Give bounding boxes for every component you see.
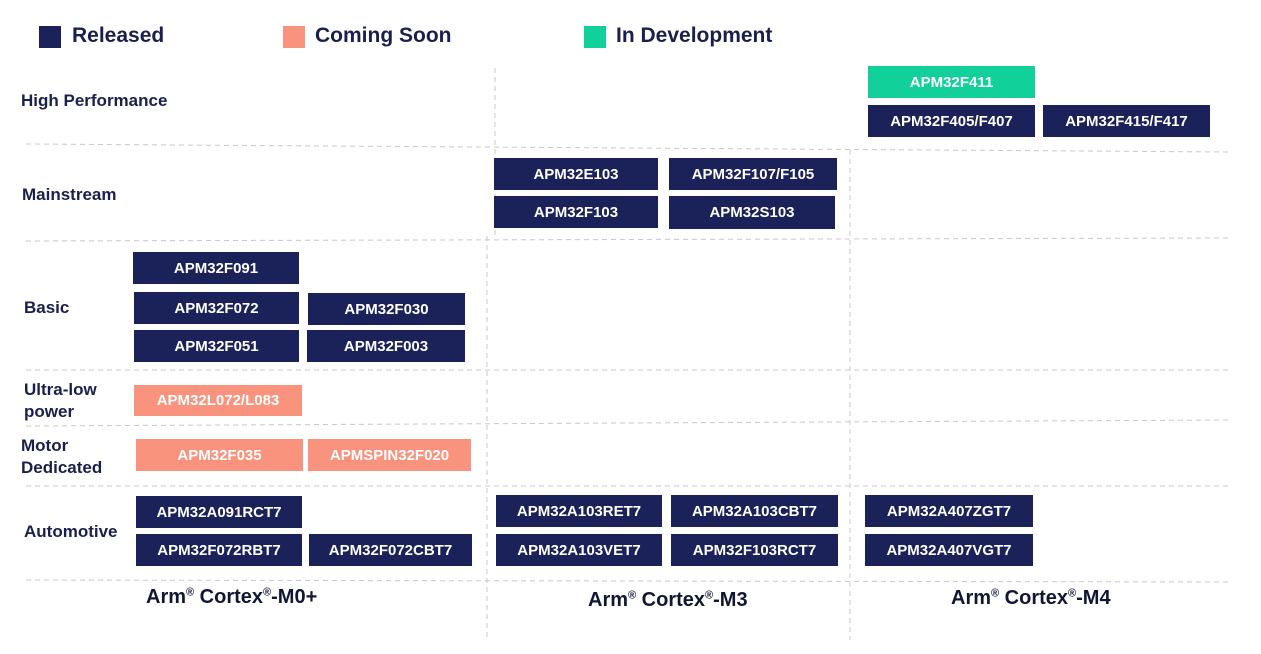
chip-apm32f415-f417: APM32F415/F417 bbox=[1043, 105, 1210, 137]
chip-apm32a103cbt7: APM32A103CBT7 bbox=[671, 495, 838, 527]
chip-apm32f003: APM32F003 bbox=[307, 330, 465, 362]
column-label-cortex-m0plus: Arm® Cortex®-M0+ bbox=[146, 586, 317, 609]
registered-mark: ® bbox=[705, 589, 714, 602]
row-divider bbox=[25, 579, 1231, 583]
chip-apm32f091: APM32F091 bbox=[133, 252, 299, 284]
row-label-line: Motor bbox=[21, 436, 69, 455]
col-core: -M0+ bbox=[271, 586, 318, 608]
legend-coming-soon-label: Coming Soon bbox=[315, 24, 452, 47]
col-arm: Arm bbox=[588, 589, 629, 611]
chip-apm32f072rbt7: APM32F072RBT7 bbox=[136, 534, 302, 566]
row-label-basic: Basic bbox=[24, 298, 70, 317]
chip-apm32e103: APM32E103 bbox=[494, 158, 658, 190]
column-label-cortex-m3: Arm® Cortex®-M3 bbox=[588, 589, 748, 612]
chip-apm32a103vet7: APM32A103VET7 bbox=[496, 534, 662, 566]
row-label-motor-dedicated: Motor Dedicated bbox=[21, 435, 102, 479]
registered-mark: ® bbox=[628, 589, 637, 602]
registered-mark: ® bbox=[991, 587, 1000, 600]
row-label-mainstream: Mainstream bbox=[22, 185, 117, 204]
chip-apm32f035: APM32F035 bbox=[136, 439, 303, 471]
row-divider bbox=[25, 143, 1231, 153]
chip-apm32f411: APM32F411 bbox=[868, 66, 1035, 98]
row-label-ultra-low-power: Ultra-low power bbox=[24, 379, 97, 423]
chip-apm32a103ret7: APM32A103RET7 bbox=[496, 495, 662, 527]
chip-apm32f405-f407: APM32F405/F407 bbox=[868, 105, 1035, 137]
chip-apm32f103rct7: APM32F103RCT7 bbox=[671, 534, 838, 566]
column-label-cortex-m4: Arm® Cortex®-M4 bbox=[951, 587, 1111, 610]
chip-apm32l072-l083: APM32L072/L083 bbox=[134, 385, 302, 416]
row-label-line: power bbox=[24, 402, 75, 421]
col-arm: Arm bbox=[951, 587, 992, 609]
chip-apm32a091rct7: APM32A091RCT7 bbox=[136, 496, 302, 528]
chip-apm32f107-f105: APM32F107/F105 bbox=[669, 158, 837, 190]
legend-released-swatch bbox=[39, 26, 61, 48]
row-label-line: Dedicated bbox=[21, 458, 103, 477]
row-label-line: Ultra-low bbox=[24, 380, 97, 399]
chip-apm32f051: APM32F051 bbox=[134, 330, 299, 362]
legend-released-label: Released bbox=[72, 24, 165, 47]
col-cortex: Cortex bbox=[636, 589, 706, 611]
chip-apm32f072: APM32F072 bbox=[134, 292, 299, 324]
chip-apm32f072cbt7: APM32F072CBT7 bbox=[309, 534, 472, 566]
chip-apm32f030: APM32F030 bbox=[308, 293, 465, 325]
chip-apm32f103: APM32F103 bbox=[494, 196, 658, 228]
row-divider bbox=[25, 237, 1231, 242]
chip-apm32a407zgt7: APM32A407ZGT7 bbox=[865, 495, 1033, 527]
chip-apm32s103: APM32S103 bbox=[669, 196, 835, 229]
registered-mark: ® bbox=[263, 586, 272, 599]
legend-in-development-label: In Development bbox=[616, 24, 773, 47]
legend-in-development-swatch bbox=[584, 26, 606, 48]
row-label-high-performance: High Performance bbox=[21, 91, 168, 110]
chip-apm32a407vgt7: APM32A407VGT7 bbox=[865, 534, 1033, 566]
row-divider bbox=[25, 419, 1231, 427]
col-core: -M4 bbox=[1076, 587, 1111, 609]
chip-apmspin32f020: APMSPIN32F020 bbox=[308, 439, 471, 471]
row-label-automotive: Automotive bbox=[24, 522, 118, 541]
legend-coming-soon-swatch bbox=[283, 26, 305, 48]
registered-mark: ® bbox=[1068, 587, 1077, 600]
registered-mark: ® bbox=[186, 586, 195, 599]
col-cortex: Cortex bbox=[194, 586, 264, 608]
col-core: -M3 bbox=[713, 589, 748, 611]
col-cortex: Cortex bbox=[999, 587, 1069, 609]
col-arm: Arm bbox=[146, 586, 187, 608]
